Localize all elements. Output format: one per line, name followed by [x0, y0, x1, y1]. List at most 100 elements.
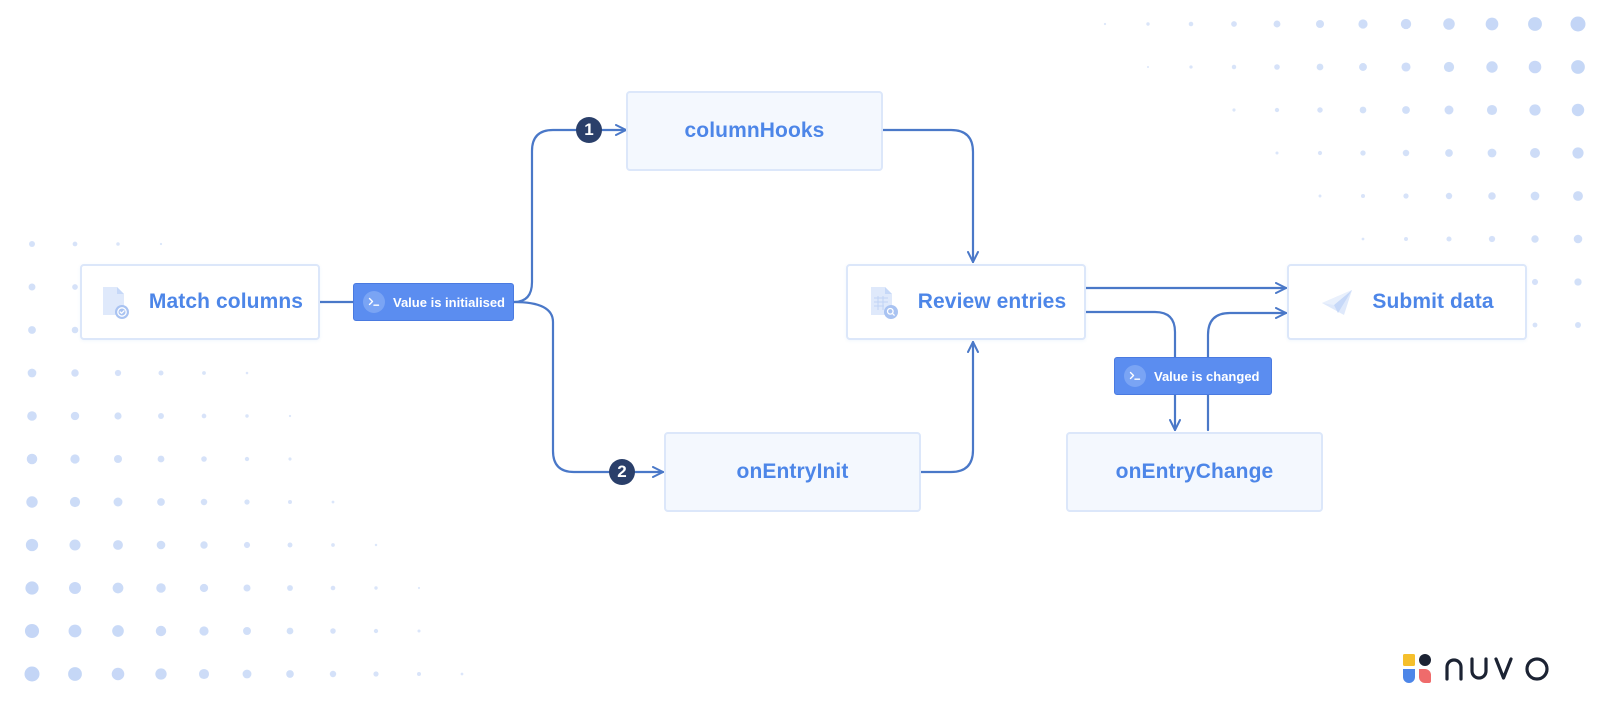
- background-dot: [417, 672, 421, 676]
- background-dot: [69, 496, 81, 508]
- trigger-value-changed[interactable]: Value is changed: [1114, 357, 1272, 395]
- step-badge-2: 2: [609, 459, 635, 485]
- node-column-hooks[interactable]: columnHooks: [626, 91, 883, 171]
- background-dot: [1488, 192, 1496, 200]
- background-dot: [28, 326, 36, 334]
- background-dot: [1532, 322, 1538, 328]
- background-dot: [287, 585, 293, 591]
- background-dot: [69, 539, 81, 551]
- background-dot: [201, 456, 207, 462]
- background-dot: [286, 627, 294, 635]
- node-match-columns-label: Match columns: [148, 290, 304, 313]
- background-dot: [245, 414, 249, 418]
- node-match-columns[interactable]: Match columns: [80, 264, 320, 340]
- background-dot: [417, 586, 421, 590]
- background-dot: [25, 538, 39, 552]
- connector-review-to-entry-change: [1083, 310, 1181, 432]
- background-dot: [1189, 65, 1193, 69]
- background-dot: [286, 670, 294, 678]
- terminal-icon: [1124, 365, 1146, 387]
- background-dot: [1529, 104, 1541, 116]
- node-on-entry-change[interactable]: onEntryChange: [1066, 432, 1323, 512]
- background-dot: [156, 540, 166, 550]
- step-badge-2-label: 2: [617, 462, 627, 481]
- background-dot: [200, 541, 208, 549]
- background-dot: [1446, 236, 1452, 242]
- background-dot: [1273, 20, 1281, 28]
- background-dot: [114, 412, 122, 420]
- background-dot: [25, 581, 39, 595]
- background-dot: [1573, 234, 1583, 244]
- background-dot: [1232, 108, 1236, 112]
- background-dot: [373, 671, 379, 677]
- background-dot: [69, 582, 81, 594]
- background-dot: [460, 672, 464, 676]
- background-dot: [158, 413, 164, 419]
- node-column-hooks-label: columnHooks: [684, 119, 825, 142]
- background-dot: [200, 498, 208, 506]
- background-dot: [1360, 150, 1366, 156]
- background-dot: [330, 585, 336, 591]
- background-dot: [1275, 151, 1279, 155]
- background-dot: [1485, 17, 1499, 31]
- background-dot: [1361, 237, 1365, 241]
- background-dot: [24, 666, 40, 682]
- background-dot: [1231, 64, 1237, 70]
- background-dot: [1318, 194, 1322, 198]
- node-review-entries[interactable]: Review entries: [846, 264, 1086, 340]
- background-dot: [1444, 105, 1454, 115]
- background-dot: [26, 453, 38, 465]
- background-dot: [1530, 148, 1540, 158]
- background-dot: [26, 496, 38, 508]
- background-dot: [1401, 62, 1411, 72]
- background-dot: [1358, 19, 1368, 29]
- trigger-value-initialised[interactable]: Value is initialised: [353, 283, 514, 321]
- background-dot: [157, 455, 165, 463]
- background-dot: [243, 584, 251, 592]
- background-dot: [1487, 148, 1497, 158]
- background-dot: [68, 667, 82, 681]
- step-badge-1: 1: [576, 117, 602, 143]
- background-dot: [1488, 235, 1496, 243]
- node-review-entries-label: Review entries: [917, 290, 1067, 313]
- background-dot: [331, 500, 335, 504]
- background-dot: [112, 625, 124, 637]
- background-dot: [373, 628, 379, 634]
- background-dot: [288, 414, 292, 418]
- background-dot: [1188, 21, 1194, 27]
- background-dot: [1146, 22, 1150, 26]
- background-dot: [112, 582, 124, 594]
- background-dot: [28, 283, 36, 291]
- background-dot: [1443, 61, 1455, 73]
- node-submit-data[interactable]: Submit data: [1287, 264, 1527, 340]
- node-submit-data-label: Submit data: [1372, 290, 1494, 313]
- background-dot: [245, 371, 249, 375]
- background-dot: [199, 626, 209, 636]
- background-dot: [157, 498, 165, 506]
- background-dot: [159, 242, 163, 246]
- background-dot: [1402, 149, 1410, 157]
- background-dot: [330, 628, 336, 634]
- background-dot: [1359, 63, 1367, 71]
- background-dot: [1274, 64, 1280, 70]
- background-dot: [1146, 65, 1150, 69]
- background-dot: [374, 586, 378, 590]
- node-on-entry-init[interactable]: onEntryInit: [664, 432, 921, 512]
- background-dot: [1443, 18, 1455, 30]
- background-dot: [70, 454, 80, 464]
- background-dot: [1528, 17, 1542, 31]
- background-dot: [158, 370, 164, 376]
- background-dot: [114, 369, 122, 377]
- background-dot: [24, 623, 40, 639]
- background-dot: [1486, 61, 1498, 73]
- background-dot: [1274, 107, 1280, 113]
- background-dot: [244, 499, 250, 505]
- background-dot: [1528, 60, 1542, 74]
- background-dot: [72, 284, 78, 290]
- background-dot: [329, 670, 337, 678]
- background-dot: [113, 540, 123, 550]
- background-dot: [1360, 193, 1366, 199]
- background-dot: [1400, 18, 1412, 30]
